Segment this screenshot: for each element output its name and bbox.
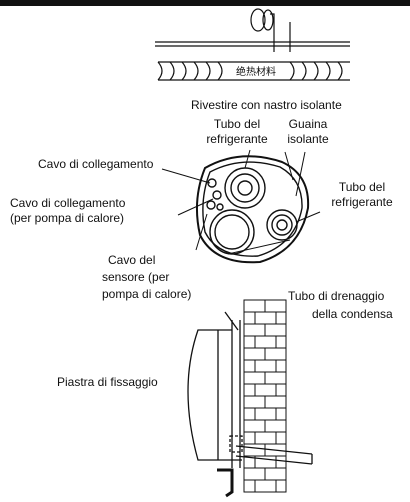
label-line: della condensa [312,307,393,321]
label-line: isolante [287,132,329,146]
label-line: Tubo del [213,117,261,131]
label-line: refrigerante [331,195,393,209]
label-mounting-plate: Piastra di fissaggio [57,375,158,389]
label-line: sensore (per [102,270,170,284]
indoor-unit-illustration [187,311,313,498]
bundle-cross-section [196,155,310,264]
label-line: Tubo del [338,180,386,194]
brick-wall [243,299,287,493]
label-line: Cavo del [108,253,156,267]
label-line: pompa di calore) [102,287,192,301]
label-connection-cable-heat-pump: Cavo di collegamento (per pompa di calor… [10,196,125,226]
wrapped-pipe-illustration [155,8,350,81]
label-line: (per pompa di calore) [10,211,125,225]
label-insulating-sheath: Guaina isolante [280,117,336,147]
label-sensor-cable: Cavo del sensore (per pompa di calore) [102,252,191,303]
label-line: Cavo di collegamento [10,196,126,210]
label-drain-pipe: Tubo di drenaggio della condensa [288,287,393,323]
bundle-leader-lines [161,149,321,255]
label-refrigerant-tube-right: Tubo del refrigerante [324,180,400,210]
label-line: Guaina [288,117,328,131]
label-wrap-with-tape: Rivestire con nastro isolante [191,98,342,112]
label-line: refrigerante [206,132,268,146]
label-connection-cable: Cavo di collegamento [38,157,154,171]
label-refrigerant-tube-top: Tubo del refrigerante [200,117,274,147]
tape-marking-text: 绝热材料 [236,65,276,78]
top-border-bar [0,0,410,6]
label-line: Tubo di drenaggio [288,289,385,303]
